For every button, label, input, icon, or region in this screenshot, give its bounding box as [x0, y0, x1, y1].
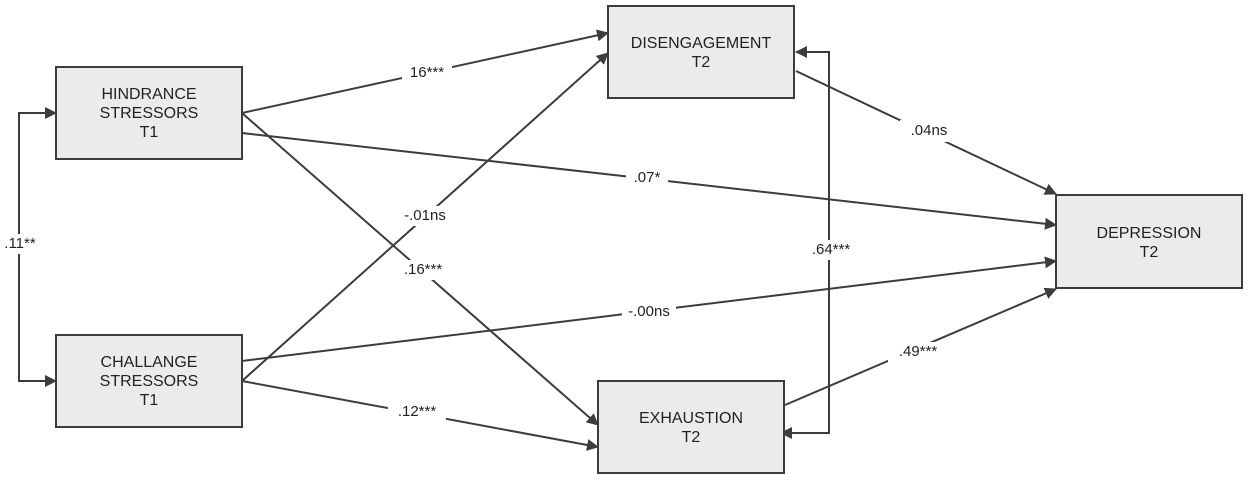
node-label-line3: T1 [140, 392, 159, 409]
node-label-line2: T2 [1140, 244, 1159, 261]
coef-label: .11** [4, 235, 36, 252]
coef-outcomes-covariance: .64*** [804, 240, 858, 260]
coef-hindrance-exhaustion: .16*** [395, 260, 451, 280]
node-label-line2: T2 [682, 429, 701, 446]
node-depression: DEPRESSION T2 [1055, 194, 1243, 289]
node-label-line1: EXHAUSTION [639, 410, 743, 427]
coef-challenge-disengagement: -.01ns [400, 206, 450, 226]
node-exhaustion: EXHAUSTION T2 [597, 380, 785, 474]
coef-hindrance-disengagement: 16*** [402, 63, 452, 83]
node-challange-stressors: CHALLANGE STRESSORS T1 [55, 334, 243, 428]
coef-label: .07* [634, 169, 661, 186]
node-label-line3: T1 [140, 124, 159, 141]
coef-label: .04ns [911, 122, 948, 139]
coef-label: 16*** [410, 64, 444, 81]
coef-label: .16*** [404, 261, 443, 278]
node-label-line1: DEPRESSION [1097, 225, 1202, 242]
coef-label: -.01ns [404, 207, 446, 224]
coef-disengagement-depression: .04ns [900, 120, 958, 142]
coef-hindrance-depression: .07* [626, 168, 668, 188]
node-label-line2: STRESSORS [100, 373, 199, 390]
coef-challenge-depression: -.00ns [622, 302, 676, 322]
coef-exhaustion-depression: .49*** [888, 342, 948, 362]
node-disengagement: DISENGAGEMENT T2 [607, 5, 795, 99]
node-label-line2: STRESSORS [100, 105, 199, 122]
node-label-line2: T2 [692, 54, 711, 71]
node-hindrance-stressors: HINDRANCE STRESSORS T1 [55, 66, 243, 160]
coef-stressors-covariance: .11** [1, 234, 39, 254]
node-label-line1: DISENGAGEMENT [631, 35, 772, 52]
coef-label: .12*** [398, 403, 437, 420]
coef-label: .64*** [812, 241, 851, 258]
node-label-line1: HINDRANCE [101, 86, 196, 103]
coef-label: .49*** [899, 343, 938, 360]
node-label-line1: CHALLANGE [101, 354, 198, 371]
coef-label: -.00ns [628, 303, 670, 320]
coef-challenge-exhaustion: .12*** [388, 402, 446, 422]
